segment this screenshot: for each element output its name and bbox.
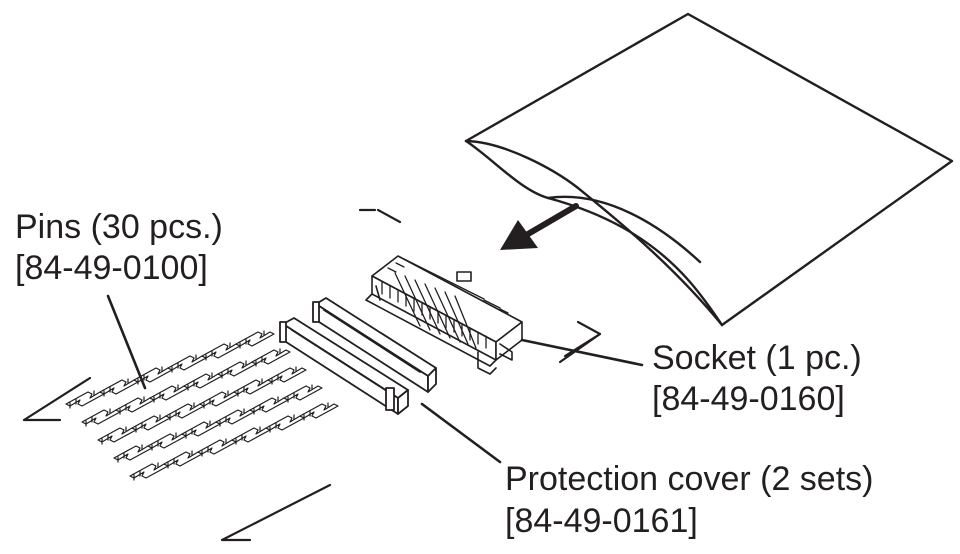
pin-icon xyxy=(165,402,205,421)
pins-array xyxy=(65,330,339,481)
pin-icon xyxy=(129,462,169,481)
pin-icon xyxy=(65,390,105,409)
pin-icon xyxy=(217,360,257,379)
pin-icon xyxy=(233,378,273,397)
pin-icon xyxy=(199,390,239,409)
pin-icon xyxy=(299,402,339,421)
pin-icon xyxy=(115,396,155,415)
leader-lines xyxy=(106,294,644,464)
pins-leader xyxy=(106,294,147,390)
socket-part-number: [84-49-0160] xyxy=(652,380,845,418)
socket-leader xyxy=(520,338,644,367)
cover-leader xyxy=(420,402,502,464)
socket-slots xyxy=(381,258,509,349)
pin-icon xyxy=(235,330,275,349)
protection-cover-part-number: [84-49-0161] xyxy=(505,502,698,540)
pin-icon xyxy=(97,426,137,445)
socket-label: Socket (1 pc.) xyxy=(652,339,862,377)
pin-icon xyxy=(167,354,207,373)
pin-icon xyxy=(249,396,289,415)
pins-part-number: [84-49-0100] xyxy=(15,249,208,287)
protection-cover-icon xyxy=(279,297,437,415)
pin-icon xyxy=(215,408,255,427)
pin-icon xyxy=(283,384,323,403)
pins-label: Pins (30 pcs.) xyxy=(15,208,223,246)
pin-icon xyxy=(201,342,241,361)
pin-icon xyxy=(99,378,139,397)
bag-icon xyxy=(464,12,954,327)
protection-cover-label: Protection cover (2 sets) xyxy=(505,460,874,498)
pin-icon xyxy=(231,426,271,445)
pin-icon xyxy=(251,348,291,367)
pin-icon xyxy=(181,420,221,439)
pin-icon xyxy=(265,414,305,433)
pin-icon xyxy=(149,384,189,403)
tray-outline xyxy=(22,208,602,542)
arrow-icon xyxy=(500,203,579,250)
socket-icon xyxy=(365,255,523,375)
pin-icon xyxy=(131,414,171,433)
pin-icon xyxy=(147,432,187,451)
pin-icon xyxy=(113,444,153,463)
pin-icon xyxy=(267,366,307,385)
pin-icon xyxy=(197,438,237,457)
pin-icon xyxy=(163,450,203,469)
pin-icon xyxy=(183,372,223,391)
pin-icon xyxy=(81,408,121,427)
